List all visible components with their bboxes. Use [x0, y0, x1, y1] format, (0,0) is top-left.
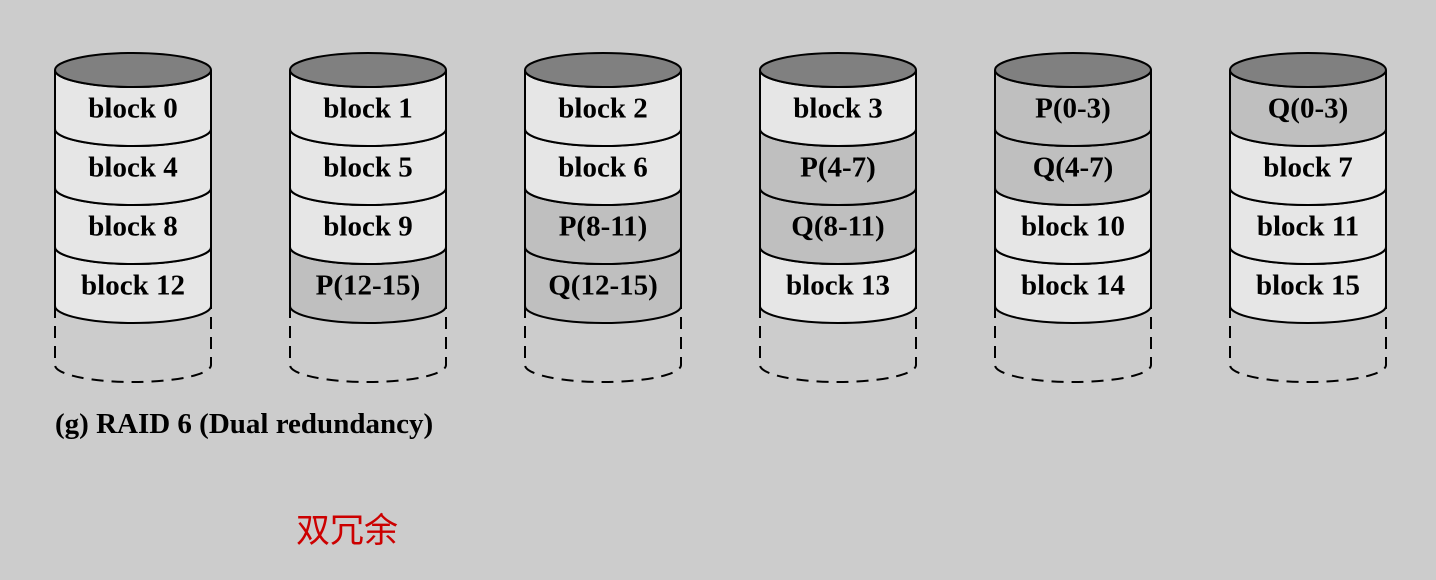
block-label: Q(8-11) [791, 211, 884, 243]
block-label: block 13 [786, 270, 890, 302]
block-label: block 2 [558, 93, 647, 125]
block-label: P(12-15) [316, 270, 421, 302]
figure-caption: (g) RAID 6 (Dual redundancy) [55, 408, 434, 440]
block-label: P(0-3) [1035, 93, 1111, 125]
block-label: block 8 [88, 211, 177, 243]
empty-segment [994, 306, 1152, 383]
disk-top [759, 52, 917, 88]
block-label: block 3 [793, 93, 882, 125]
empty-segment [54, 306, 212, 383]
block-label: block 0 [88, 93, 177, 125]
disk-3: block 3 P(4-7) Q(8-11) block 13 [759, 52, 917, 383]
block-label: block 4 [88, 152, 177, 184]
block-label: Q(0-3) [1268, 93, 1349, 125]
block-label: block 10 [1021, 211, 1125, 243]
empty-segment [524, 306, 682, 383]
disk-2: block 2 block 6 P(8-11) Q(12-15) [524, 52, 682, 383]
block-label: block 7 [1263, 152, 1352, 184]
disk-0: block 0 block 4 block 8 block 12 [54, 52, 212, 383]
disk-top [54, 52, 212, 88]
empty-segment [289, 306, 447, 383]
block-label: Q(12-15) [548, 270, 658, 302]
block-label: block 5 [323, 152, 412, 184]
disk-top [524, 52, 682, 88]
block-label: block 14 [1021, 270, 1125, 302]
block-label: P(4-7) [800, 152, 876, 184]
block-label: P(8-11) [559, 211, 648, 243]
block-label: Q(4-7) [1033, 152, 1114, 184]
block-label: block 15 [1256, 270, 1360, 302]
disk-top [1229, 52, 1387, 88]
empty-segment [1229, 306, 1387, 383]
block-label: block 1 [323, 93, 412, 125]
annotation-note: 双冗余 [296, 511, 398, 551]
disk-4: P(0-3) Q(4-7) block 10 block 14 [994, 52, 1152, 383]
block-label: block 6 [558, 152, 647, 184]
disk-1: block 1 block 5 block 9 P(12-15) [289, 52, 447, 383]
disk-5: Q(0-3) block 7 block 11 block 15 [1229, 52, 1387, 383]
block-label: block 11 [1257, 211, 1359, 243]
disk-top [289, 52, 447, 88]
empty-segment [759, 306, 917, 383]
block-label: block 9 [323, 211, 412, 243]
disk-top [994, 52, 1152, 88]
block-label: block 12 [81, 270, 185, 302]
